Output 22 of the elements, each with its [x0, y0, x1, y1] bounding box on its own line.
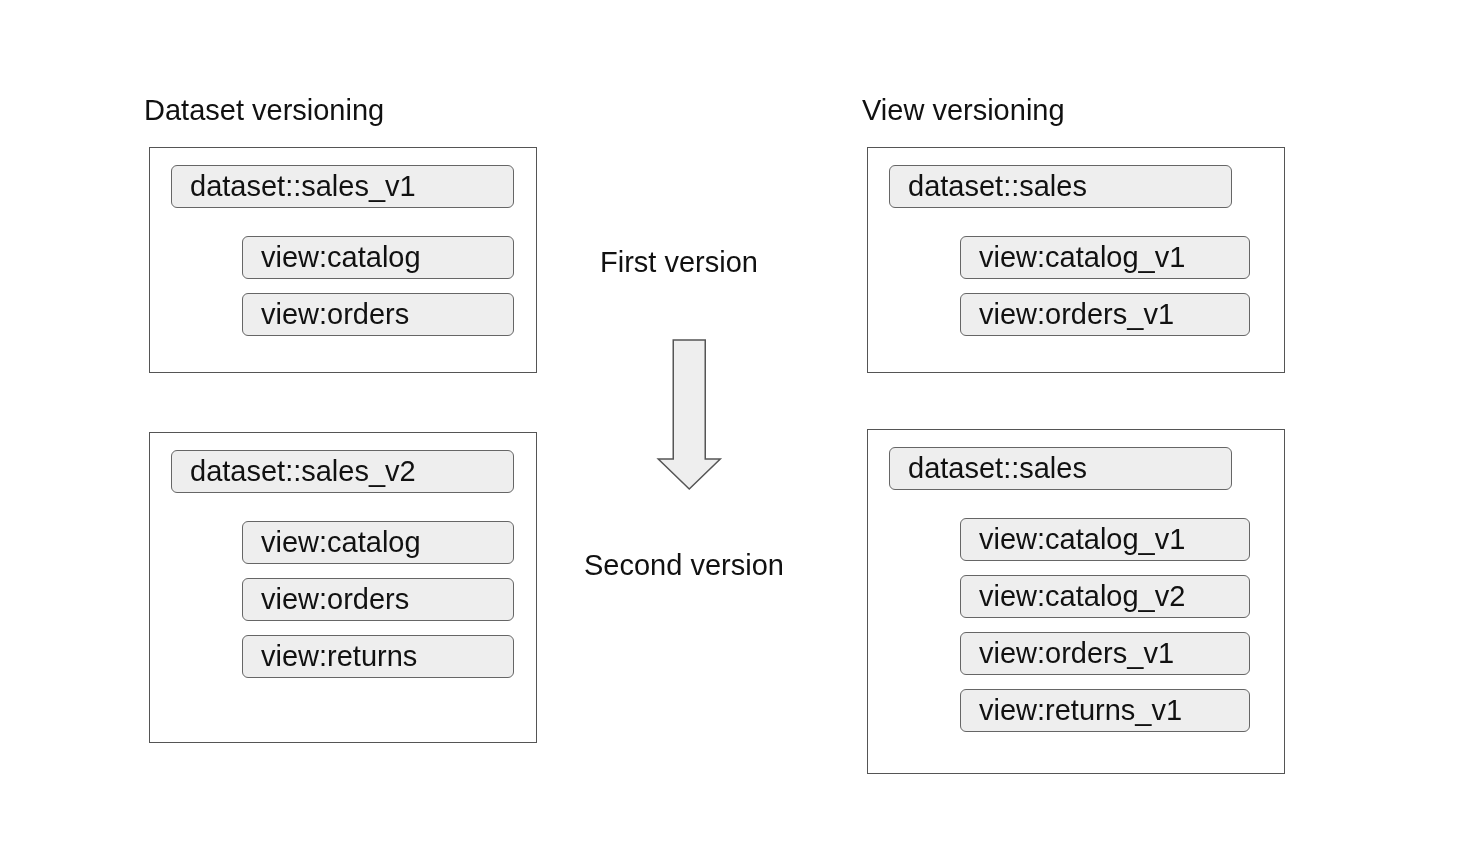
group-heading: Dataset versioning — [144, 94, 385, 127]
item-box: view:orders — [242, 578, 514, 621]
item-box: dataset::sales_v1 — [171, 165, 514, 208]
item-box: view:catalog — [242, 521, 514, 564]
item-box: view:catalog_v1 — [960, 236, 1250, 279]
version-label: First version — [600, 246, 790, 286]
item-box: view:catalog_v2 — [960, 575, 1250, 618]
item-box: dataset::sales — [889, 165, 1232, 208]
item-box: view:orders — [242, 293, 514, 336]
item-box: view:returns — [242, 635, 514, 678]
group-frame — [867, 429, 1285, 774]
item-box: dataset::sales_v2 — [171, 450, 514, 493]
version-label: Second version — [584, 549, 819, 589]
item-box: view:catalog_v1 — [960, 518, 1250, 561]
item-box: view:orders_v1 — [960, 632, 1250, 675]
group-frame — [149, 432, 537, 743]
item-box: view:returns_v1 — [960, 689, 1250, 732]
group-heading: View versioning — [862, 94, 1065, 127]
item-box: view:orders_v1 — [960, 293, 1250, 336]
block-arrow — [656, 339, 723, 491]
item-box: view:catalog — [242, 236, 514, 279]
item-box: dataset::sales — [889, 447, 1232, 490]
